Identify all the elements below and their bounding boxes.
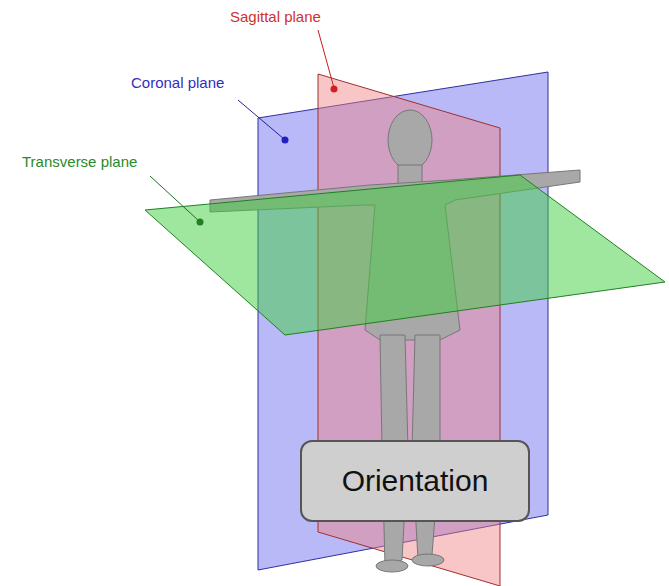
leader-dot [197, 219, 204, 226]
plane-label: Sagittal plane [230, 8, 321, 26]
rounded-box: Orientation [300, 440, 530, 522]
transverse-plane [145, 175, 665, 335]
leader-line [238, 100, 284, 139]
leader-line [150, 176, 199, 221]
plane-label: Transverse plane [22, 153, 137, 171]
leader-line [318, 30, 334, 88]
plane-label: Coronal plane [131, 74, 224, 92]
leader-dot [331, 86, 338, 93]
leader-dot [282, 137, 289, 144]
box-label: Orientation [342, 464, 489, 498]
